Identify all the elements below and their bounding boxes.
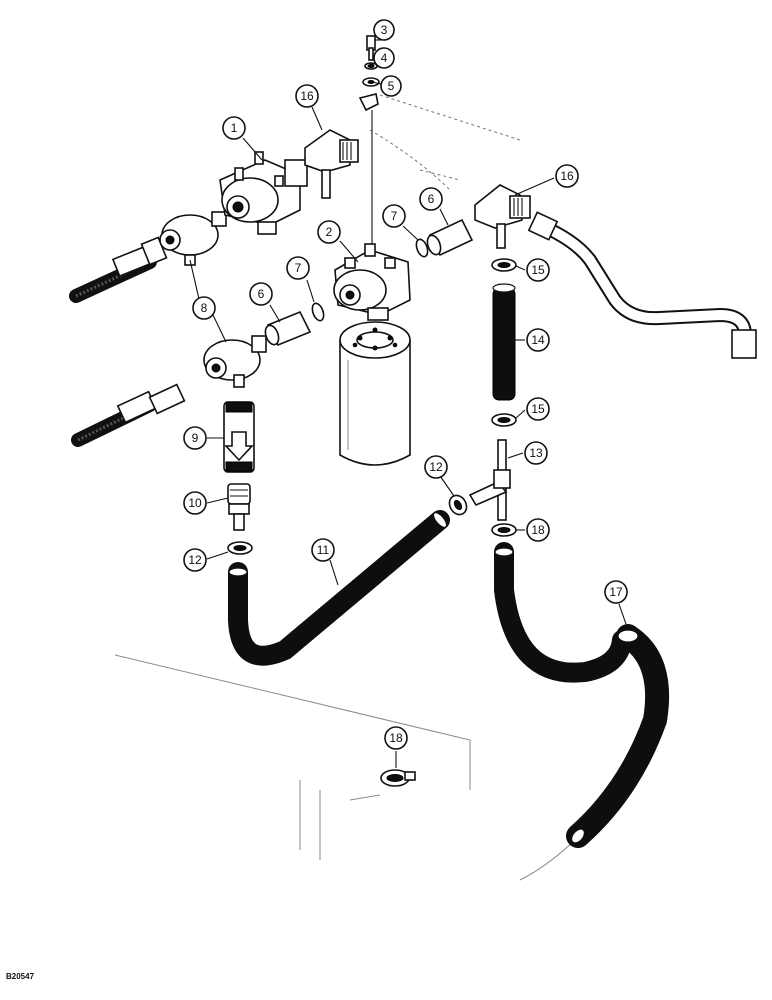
callout-18-right: 18	[526, 518, 550, 542]
callout-4: 4	[373, 47, 395, 69]
svg-text:13: 13	[529, 446, 543, 460]
callout-6-left: 6	[249, 282, 273, 306]
elbow-fitting-upper	[159, 211, 227, 266]
tube-14	[492, 283, 516, 401]
svg-text:7: 7	[391, 209, 398, 223]
callout-9: 9	[183, 426, 207, 450]
svg-text:9: 9	[192, 431, 199, 445]
svg-text:16: 16	[560, 169, 574, 183]
svg-text:10: 10	[188, 496, 202, 510]
tee-fitting-13	[468, 439, 511, 521]
clamp-12-left	[227, 541, 253, 555]
tee-fitting-16-right	[474, 184, 531, 249]
elbow-fitting-lower	[203, 335, 267, 388]
callout-17: 17	[604, 580, 628, 604]
callout-16-right: 16	[555, 164, 579, 188]
clamp-15-bottom	[491, 413, 517, 427]
callout-16-left: 16	[295, 84, 319, 108]
callout-13: 13	[524, 441, 548, 465]
callout-5: 5	[380, 75, 402, 97]
adapter-6-left	[264, 310, 312, 347]
sight-glass-9	[223, 401, 255, 473]
clamp-15-top	[491, 258, 517, 272]
svg-text:18: 18	[389, 731, 403, 745]
svg-text:18: 18	[531, 523, 545, 537]
callout-12-right: 12	[424, 455, 448, 479]
svg-text:15: 15	[531, 263, 545, 277]
steel-fuel-line	[527, 211, 757, 359]
svg-text:14: 14	[531, 333, 545, 347]
svg-text:1: 1	[231, 121, 238, 135]
hose-upper-left	[69, 236, 168, 303]
callout-3: 3	[373, 19, 395, 41]
tee-fitting-16-left	[304, 129, 359, 199]
callout-7-left: 7	[286, 256, 310, 280]
filter-cartridge	[339, 321, 411, 466]
callout-15-top: 15	[526, 258, 550, 282]
svg-text:7: 7	[295, 261, 302, 275]
callout-12-left: 12	[183, 548, 207, 572]
leader-lines	[189, 39, 627, 768]
fitting-10	[227, 483, 251, 531]
hose-right-lower	[494, 542, 632, 683]
hose-17	[566, 624, 670, 848]
o-rings	[311, 238, 429, 322]
filter-head-2	[333, 243, 411, 321]
hose-lower-left	[71, 383, 186, 447]
callout-14: 14	[526, 328, 550, 352]
clamp-18-lower	[380, 769, 416, 787]
svg-text:2: 2	[326, 225, 333, 239]
adapter-6-right	[426, 218, 474, 257]
callout-18-lower: 18	[384, 726, 408, 750]
svg-text:11: 11	[317, 543, 330, 557]
callout-10: 10	[183, 491, 207, 515]
svg-text:12: 12	[429, 460, 443, 474]
callout-1: 1	[222, 116, 246, 140]
filter-head-1	[219, 151, 308, 235]
svg-text:4: 4	[381, 51, 388, 65]
callout-7-right: 7	[382, 204, 406, 228]
drawing-code: B20547	[6, 972, 35, 981]
svg-text:6: 6	[258, 287, 265, 301]
svg-text:15: 15	[531, 402, 545, 416]
svg-text:5: 5	[388, 79, 395, 93]
hose-11	[228, 510, 450, 666]
svg-text:16: 16	[300, 89, 314, 103]
screw-and-washers	[358, 35, 380, 250]
svg-text:12: 12	[188, 553, 202, 567]
clamp-12-right	[448, 494, 468, 516]
clamp-18-right	[491, 523, 517, 537]
callout-6-right: 6	[419, 187, 443, 211]
svg-text:3: 3	[381, 23, 388, 37]
callout-2: 2	[317, 220, 341, 244]
callout-8: 8	[192, 296, 216, 320]
svg-text:8: 8	[201, 301, 208, 315]
svg-text:6: 6	[428, 192, 435, 206]
callout-11: 11	[311, 538, 335, 562]
svg-text:17: 17	[609, 585, 623, 599]
callout-15-bottom: 15	[526, 397, 550, 421]
